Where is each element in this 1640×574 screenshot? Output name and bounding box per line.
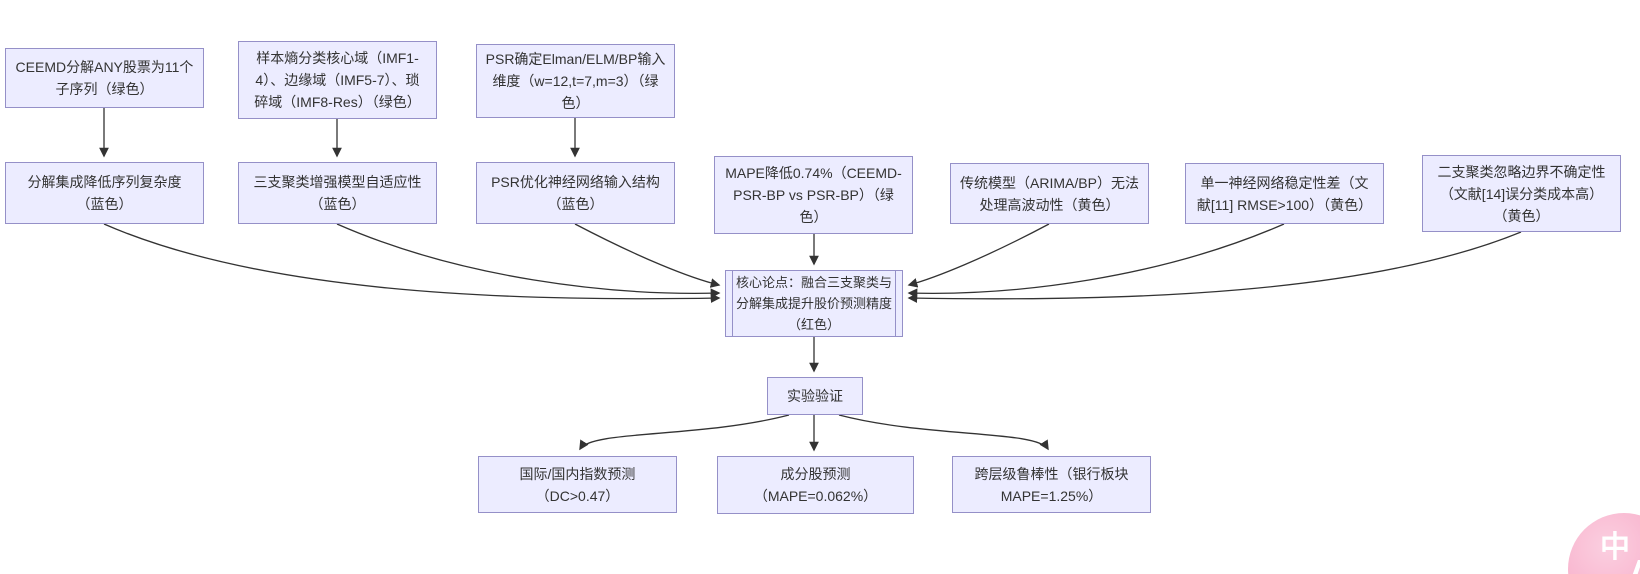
- node-mape-improvement: MAPE降低0.74%（CEEMD- PSR-BP vs PSR-BP）（绿 色…: [714, 156, 913, 234]
- node-psr-input-dimension: PSR确定Elman/ELM/BP输入 维度（w=12,t=7,m=3）（绿 色…: [476, 44, 675, 118]
- translate-zh-icon: 中: [1600, 531, 1630, 564]
- node-two-way-clustering: 二支聚类忽略边界不确定性 （文献[14]误分类成本高） （黄色）: [1422, 155, 1621, 232]
- edge-singlenn-core: [907, 223, 1285, 299]
- node-experimental-validation: 实验验证: [767, 377, 863, 415]
- translate-en-icon: A: [1628, 555, 1640, 574]
- edge-exp-index: [579, 414, 790, 451]
- node-psr-optimization: PSR优化神经网络输入结构 （蓝色）: [476, 162, 675, 224]
- edge-traditional-core: [907, 223, 1050, 288]
- node-cross-level-robustness: 跨层级鲁棒性（银行板块 MAPE=1.25%）: [952, 456, 1151, 513]
- node-decomposition-benefit: 分解集成降低序列复杂度 （蓝色）: [5, 162, 204, 224]
- node-traditional-models: 传统模型（ARIMA/BP）无法 处理高波动性（黄色）: [950, 163, 1149, 224]
- node-stock-prediction: 成分股预测 （MAPE=0.062%）: [717, 456, 914, 514]
- node-ceemd-decomposition: CEEMD分解ANY股票为11个 子序列（绿色）: [5, 48, 204, 108]
- edge-exp-robust: [838, 414, 1049, 451]
- node-three-way-clustering: 三支聚类增强模型自适应性 （蓝色）: [238, 162, 437, 224]
- node-single-nn-instability: 单一神经网络稳定性差（文 献[11] RMSE>100）（黄色）: [1185, 163, 1384, 224]
- edge-threeway-core: [336, 223, 721, 299]
- node-sample-entropy: 样本熵分类核心域（IMF1- 4）、边缘域（IMF5-7）、琐 碎域（IMF8-…: [238, 41, 437, 119]
- node-core-thesis: 核心论点：融合三支聚类与 分解集成提升股价预测精度 （红色）: [725, 270, 903, 337]
- edge-decomp-core: [103, 223, 721, 304]
- translate-float-button[interactable]: 中 A: [1568, 513, 1640, 574]
- node-index-prediction: 国际/国内指数预测 （DC>0.47）: [478, 456, 677, 513]
- edge-twoway-core: [907, 231, 1522, 304]
- edge-psropt-core: [574, 223, 721, 288]
